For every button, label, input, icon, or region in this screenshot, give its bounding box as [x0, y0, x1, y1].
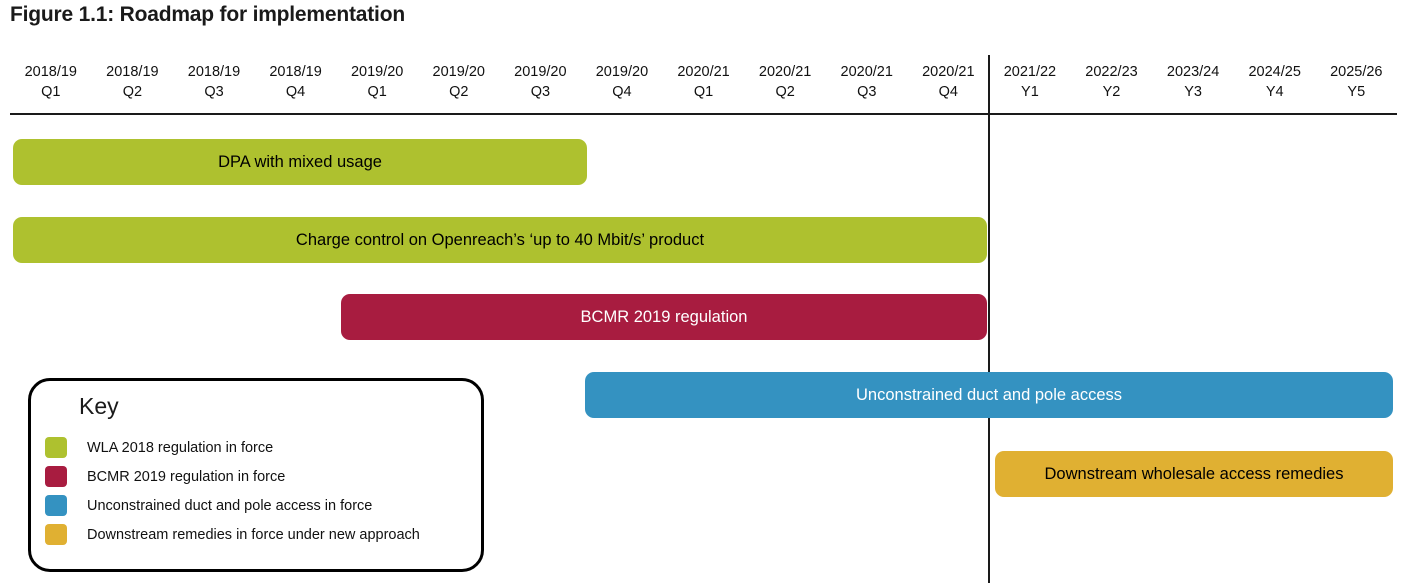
legend-swatch-icon — [45, 495, 67, 516]
timeline-column-period: 2021/22 — [1003, 64, 1057, 80]
timeline-column-period: 2023/24 — [1166, 64, 1220, 80]
legend-swatch-icon — [45, 466, 67, 487]
timeline-column-subperiod: Q3 — [857, 84, 877, 100]
timeline-column-subperiod: Y3 — [1184, 84, 1202, 100]
legend-swatch-icon — [45, 524, 67, 545]
legend-item-label: WLA 2018 regulation in force — [87, 439, 274, 456]
timeline-column-period: 2019/20 — [350, 64, 404, 80]
page-title: Figure 1.1: Roadmap for implementation — [10, 3, 405, 26]
timeline-column-period: 2018/19 — [106, 64, 159, 80]
legend-item[interactable]: Unconstrained duct and pole access in fo… — [45, 491, 471, 520]
timeline-column-period: 2018/19 — [269, 64, 322, 80]
timeline-column-subperiod: Q1 — [367, 84, 387, 100]
timeline-column-period: 2020/21 — [922, 64, 975, 80]
bar-unconstrained-duct-and-pole-access[interactable]: Unconstrained duct and pole access — [585, 372, 1393, 418]
timeline-column-subperiod: Q3 — [204, 84, 224, 100]
bar-dpa-with-mixed-usage[interactable]: DPA with mixed usage — [13, 139, 587, 185]
timeline-column-period: 2019/20 — [514, 64, 567, 80]
bar-downstream-wholesale-access-remedies[interactable]: Downstream wholesale access remedies — [995, 451, 1393, 497]
timeline-column-subperiod: Q4 — [612, 84, 632, 100]
timeline-column-subperiod: Q1 — [41, 84, 61, 100]
timeline-column-subperiod: Y2 — [1102, 84, 1121, 100]
timeline-column-period: 2022/23 — [1085, 64, 1138, 80]
legend-title: Key — [79, 393, 119, 419]
timeline-column-subperiod: Y1 — [1021, 84, 1039, 100]
timeline-column-period: 2020/21 — [677, 64, 730, 80]
timeline-column-period: 2020/21 — [758, 64, 812, 80]
legend-item-label: Downstream remedies in force under new a… — [87, 526, 420, 543]
timeline-column-subperiod: Y4 — [1265, 84, 1284, 100]
timeline-column-subperiod: Q2 — [775, 84, 795, 100]
timeline-column-period: 2019/20 — [595, 64, 649, 80]
timeline-column-subperiod: Q3 — [530, 84, 551, 100]
timeline-column-subperiod: Q4 — [938, 84, 958, 100]
bar-bcmr-2019-regulation[interactable]: BCMR 2019 regulation — [341, 294, 987, 340]
timeline-column-period: 2020/21 — [840, 64, 893, 80]
legend-item-label: BCMR 2019 regulation in force — [87, 468, 286, 485]
timeline-column-period: 2025/26 — [1330, 64, 1383, 80]
phase-divider-line — [988, 55, 990, 583]
timeline-column-period: 2018/19 — [24, 64, 77, 80]
timeline-column-period: 2019/20 — [432, 64, 485, 80]
legend-item[interactable]: BCMR 2019 regulation in force — [45, 462, 471, 491]
bar-charge-control-openreach[interactable]: Charge control on Openreach’s ‘up to 40 … — [13, 217, 987, 263]
legend-item[interactable]: WLA 2018 regulation in force — [45, 433, 471, 462]
timeline-column-subperiod: Q2 — [449, 84, 469, 100]
legend-item[interactable]: Downstream remedies in force under new a… — [45, 520, 471, 549]
legend-swatch-icon — [45, 437, 67, 458]
timeline-column-period: 2018/19 — [187, 64, 241, 80]
timeline-column-subperiod: Y5 — [1347, 84, 1366, 100]
legend-item-label: Unconstrained duct and pole access in fo… — [87, 497, 373, 514]
timeline-column-subperiod: Q4 — [285, 84, 306, 100]
timeline-column-subperiod: Q2 — [122, 84, 143, 100]
timeline-column-subperiod: Q1 — [693, 84, 714, 100]
timeline-column-period: 2024/25 — [1248, 64, 1301, 80]
timeline-axis-rule — [10, 113, 1397, 115]
